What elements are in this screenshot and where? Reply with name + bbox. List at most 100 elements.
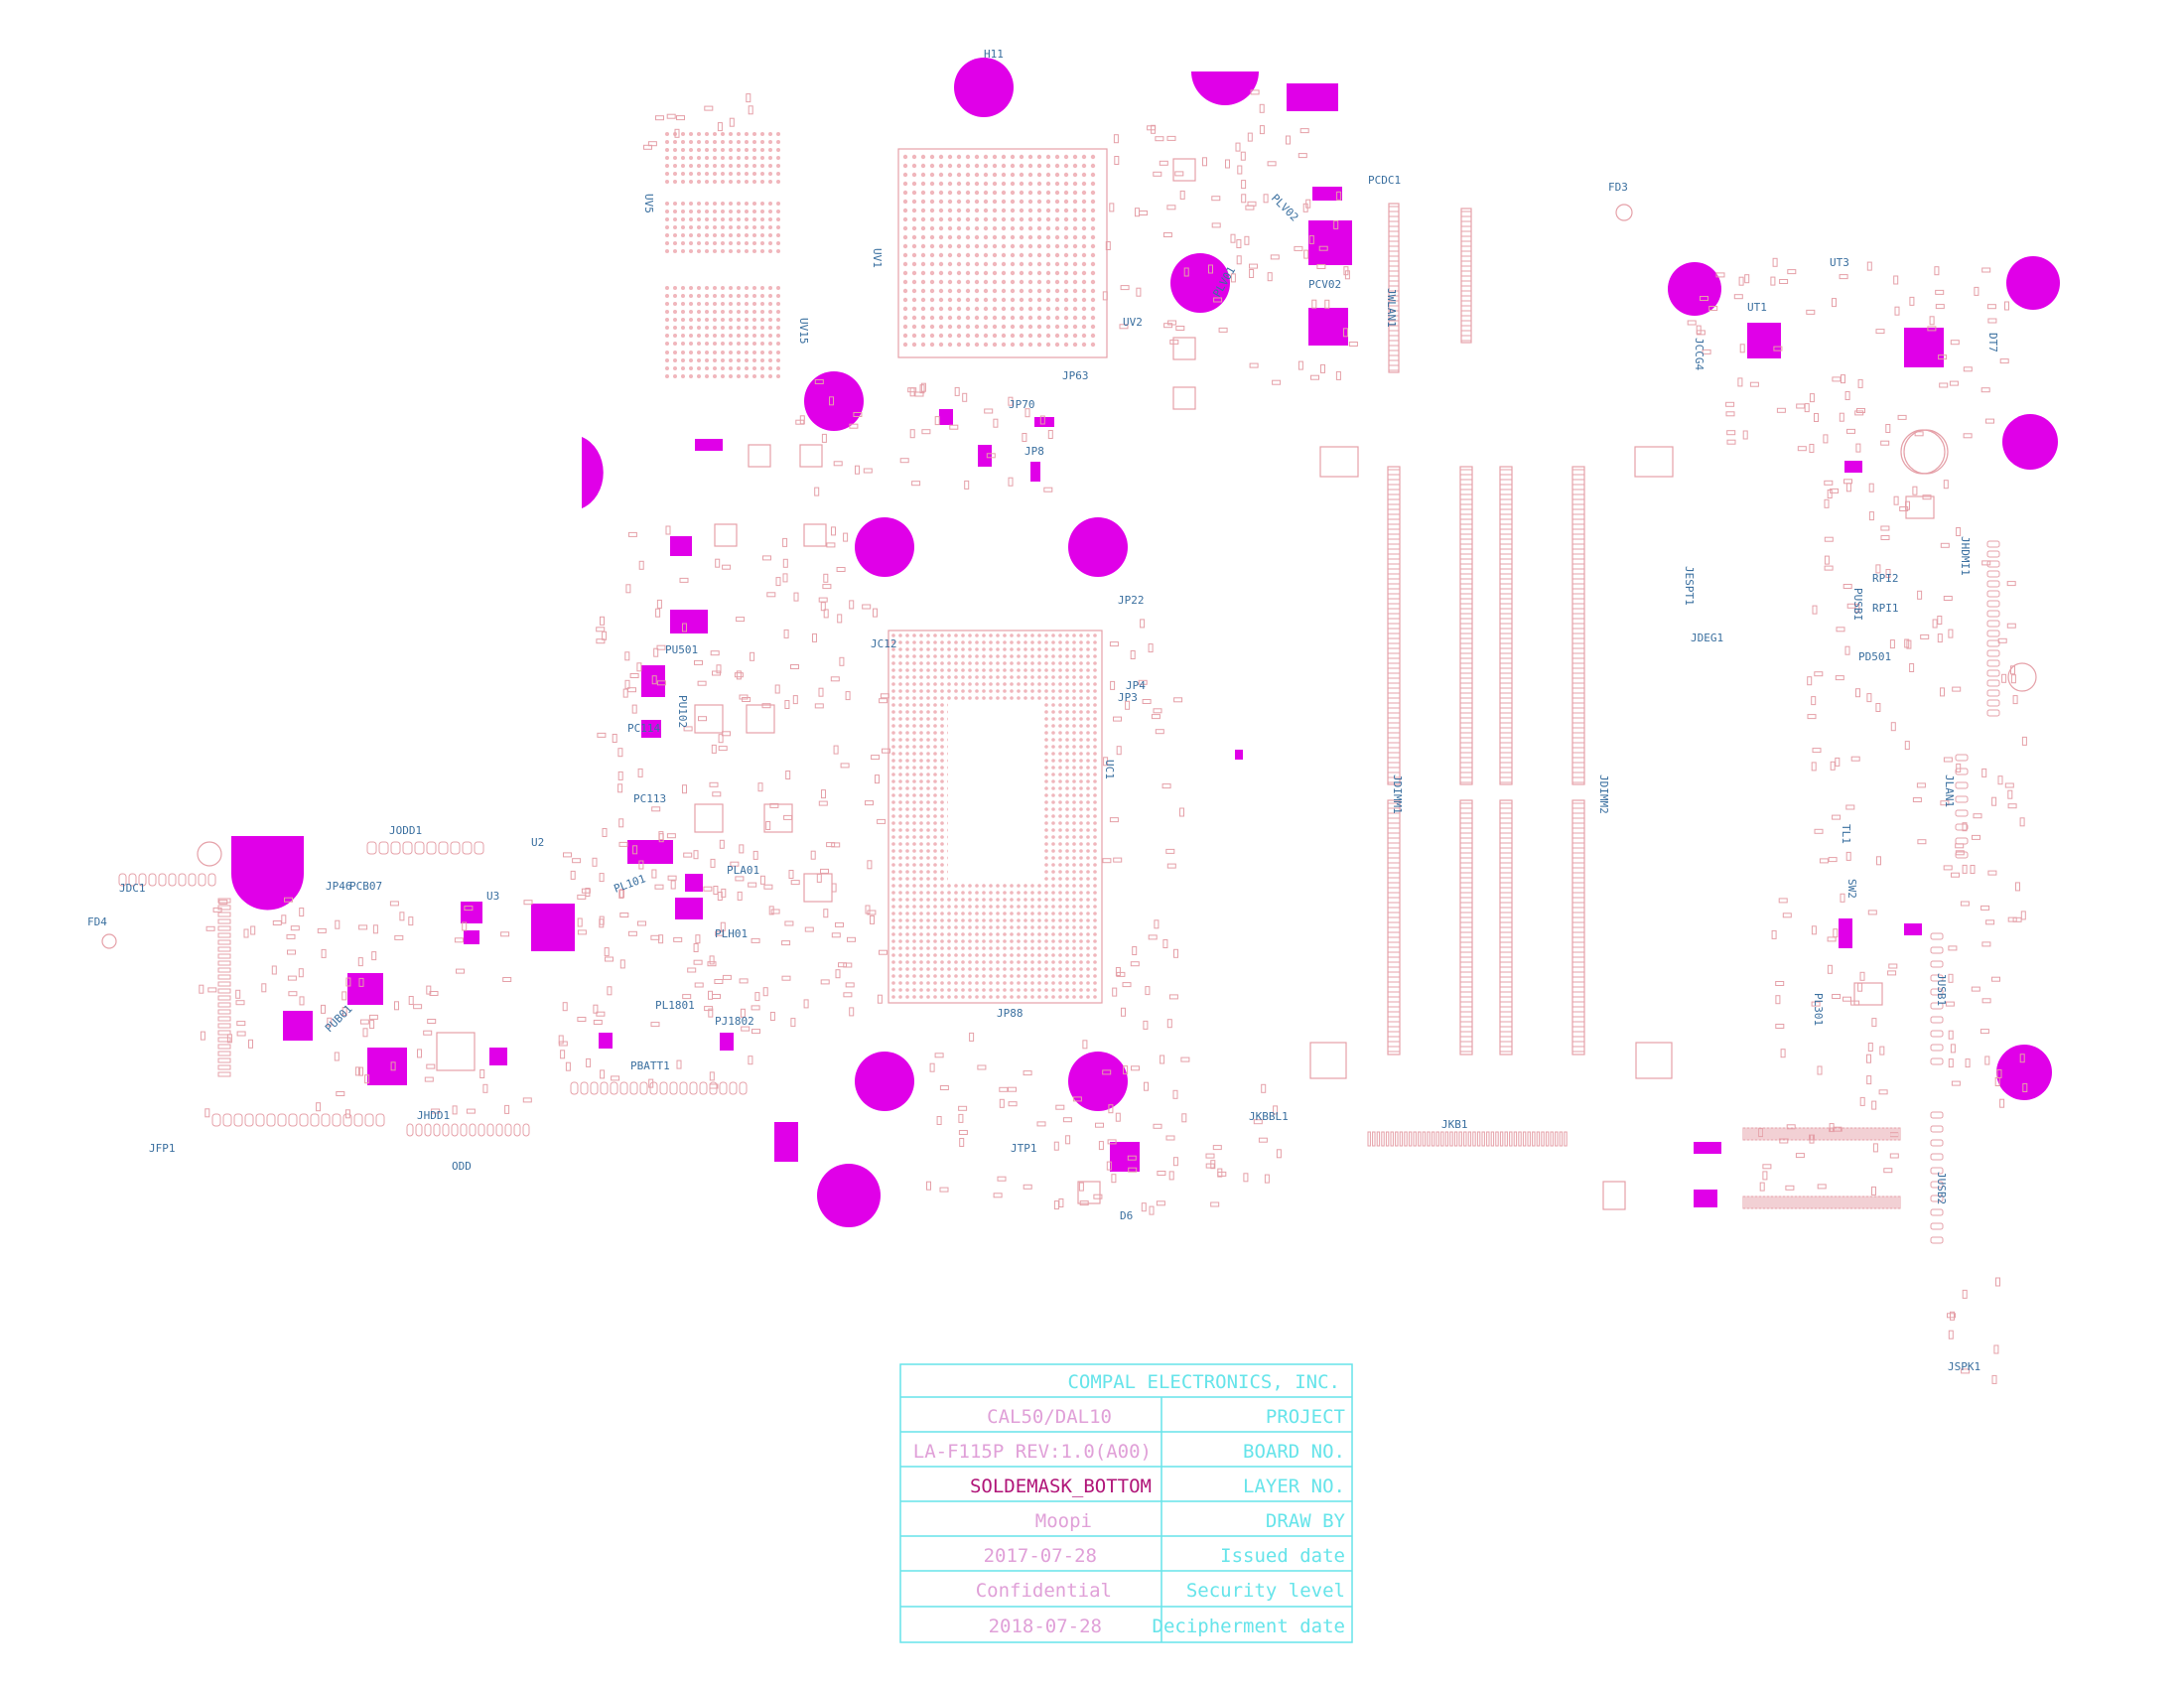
cpu-ball xyxy=(1058,759,1062,763)
keyboard-pin xyxy=(1376,1131,1381,1147)
connector-pin xyxy=(217,1002,231,1008)
gpu-ball xyxy=(1027,306,1033,312)
memory-ball xyxy=(697,233,701,237)
passive-pad xyxy=(321,1004,326,1014)
cpu-ball xyxy=(898,884,902,888)
passive-pad xyxy=(1114,156,1120,165)
cpu-ball xyxy=(1065,661,1069,665)
gpu-ball xyxy=(1063,270,1069,276)
memory-ball xyxy=(713,318,717,322)
gpu-ball xyxy=(1054,342,1060,348)
connector-pin xyxy=(1986,570,2000,578)
label-pc113: PC113 xyxy=(633,792,666,805)
cpu-ball xyxy=(940,675,944,679)
connector-pin xyxy=(211,1113,221,1127)
gpu-ball xyxy=(1090,163,1096,169)
passive-pad xyxy=(882,748,890,754)
fpc-pin xyxy=(1842,1127,1845,1141)
memory-ball xyxy=(768,180,772,184)
label-jspk1: JSPK1 xyxy=(1948,1360,1980,1373)
label-sw2: SW2 xyxy=(1845,879,1858,899)
cpu-ball xyxy=(926,814,930,818)
gpu-ball xyxy=(938,261,944,267)
cpu-ball xyxy=(940,696,944,700)
cpu-ball xyxy=(1079,807,1083,811)
gpu-ball xyxy=(1081,342,1087,348)
power-pad xyxy=(675,898,703,919)
memory-ball xyxy=(737,140,741,144)
gpu-ball xyxy=(1045,199,1051,205)
cpu-ball xyxy=(1010,640,1014,644)
memory-ball xyxy=(760,210,764,213)
passive-pad xyxy=(1899,506,1909,511)
passive-pad xyxy=(1880,535,1890,540)
memory-ball xyxy=(689,241,693,245)
power-pad xyxy=(283,1011,313,1041)
passive-pad xyxy=(1230,233,1236,243)
memory-ball xyxy=(737,374,741,378)
cpu-ball xyxy=(1051,981,1055,985)
component-outline xyxy=(803,873,833,903)
cpu-ball xyxy=(947,884,951,888)
passive-pad xyxy=(1324,299,1330,309)
gpu-ball xyxy=(1027,261,1033,267)
cpu-ball xyxy=(1030,654,1034,658)
passive-pad xyxy=(823,609,829,619)
passive-pad xyxy=(651,675,657,685)
passive-pad xyxy=(1237,165,1243,175)
connector-pin xyxy=(451,1123,459,1137)
passive-pad xyxy=(1840,893,1845,903)
passive-pad xyxy=(1868,511,1874,521)
passive-pad xyxy=(607,986,613,996)
cpu-ball xyxy=(1093,932,1097,936)
cpu-ball xyxy=(919,891,923,895)
cpu-ball xyxy=(898,863,902,867)
gpu-ball xyxy=(911,297,917,303)
fpc-pin xyxy=(1830,1196,1834,1209)
cpu-ball xyxy=(912,863,916,867)
passive-pad xyxy=(1940,687,1945,697)
passive-pad xyxy=(1830,761,1836,771)
memory-ball xyxy=(752,310,756,314)
cpu-ball xyxy=(1065,786,1069,790)
memory-ball xyxy=(768,217,772,221)
passive-pad xyxy=(1249,269,1255,278)
cpu-ball xyxy=(1017,682,1021,686)
cpu-ball xyxy=(905,703,909,707)
connector-pin xyxy=(1986,550,2000,558)
passive-pad xyxy=(658,934,664,944)
cpu-ball xyxy=(1017,654,1021,658)
cpu-ball xyxy=(1024,960,1027,964)
cpu-ball xyxy=(1030,939,1034,943)
passive-pad xyxy=(750,651,755,661)
memory-ball xyxy=(776,351,780,354)
cpu-ball xyxy=(975,898,979,902)
cpu-ball xyxy=(1072,696,1076,700)
memory-ball xyxy=(721,310,725,314)
passive-pad xyxy=(761,703,771,709)
memory-ball xyxy=(737,172,741,176)
cpu-ball xyxy=(1044,967,1048,971)
passive-pad xyxy=(715,930,725,936)
passive-pad xyxy=(1809,1134,1815,1144)
passive-pad xyxy=(1162,939,1168,948)
cpu-ball xyxy=(919,654,923,658)
cpu-ball xyxy=(912,981,916,985)
gpu-ball xyxy=(1001,234,1007,240)
cpu-ball xyxy=(891,856,895,860)
cpu-ball xyxy=(1065,953,1069,957)
passive-pad xyxy=(1135,208,1140,217)
cpu-ball xyxy=(926,918,930,922)
cpu-ball xyxy=(975,925,979,929)
cpu-ball xyxy=(1079,967,1083,971)
passive-pad xyxy=(654,884,664,890)
gpu-ball xyxy=(1001,225,1007,231)
memory-ball xyxy=(752,326,756,330)
passive-pad xyxy=(1843,996,1851,1002)
passive-pad xyxy=(847,936,856,942)
connector-pin xyxy=(402,841,413,855)
memory-ball xyxy=(713,286,717,290)
gpu-ball xyxy=(938,199,944,205)
passive-pad xyxy=(454,937,464,943)
connector-pin xyxy=(639,1081,648,1095)
